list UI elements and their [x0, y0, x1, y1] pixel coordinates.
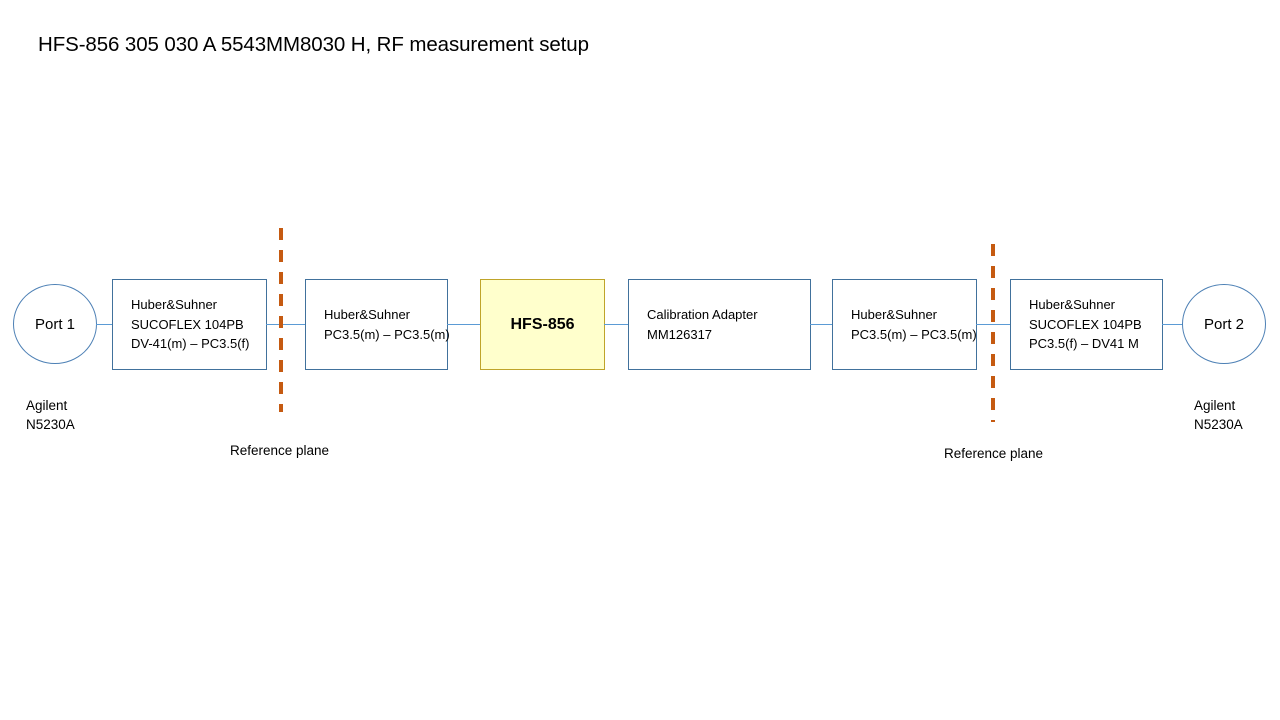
component-box-cable-4: Huber&Suhner SUCOFLEX 104PB PC3.5(f) – D…: [1010, 279, 1163, 370]
vna-right-line-2: N5230A: [1194, 417, 1243, 432]
cable-2-line-2: PC3.5(m) – PC3.5(m): [324, 326, 450, 342]
component-box-cable-1: Huber&Suhner SUCOFLEX 104PB DV-41(m) – P…: [112, 279, 267, 370]
cable-1-line-3: DV-41(m) – PC3.5(f): [131, 336, 250, 352]
connector-port1-to-cable1: [96, 324, 113, 325]
dut-label: HFS-856: [510, 315, 575, 333]
port-2-node: Port 2: [1182, 284, 1266, 364]
connector-cable4-to-port2: [1162, 324, 1183, 325]
cable-3-line-1: Huber&Suhner: [851, 307, 937, 322]
vna-left-caption: Agilent N5230A: [26, 396, 75, 434]
connector-dut-to-adapter: [604, 324, 629, 325]
adapter-line-2: MM126317: [647, 326, 713, 342]
vna-left-line-2: N5230A: [26, 417, 75, 432]
reference-plane-left-line: [279, 228, 283, 412]
connector-cable1-to-cable2: [266, 324, 306, 325]
cable-1-line-1: Huber&Suhner: [131, 297, 217, 313]
port-1-label: Port 1: [34, 315, 76, 333]
reference-plane-right-line: [991, 244, 995, 422]
connector-cable2-to-dut: [447, 324, 481, 325]
page-title: HFS-856 305 030 A 5543MM8030 H, RF measu…: [38, 33, 589, 56]
cable-2-line-1: Huber&Suhner: [324, 307, 410, 322]
cable-4-line-2: SUCOFLEX 104PB: [1029, 316, 1142, 332]
cable-4-line-1: Huber&Suhner: [1029, 297, 1115, 313]
component-box-cable-2: Huber&Suhner PC3.5(m) – PC3.5(m): [305, 279, 450, 370]
vna-right-line-1: Agilent: [1194, 398, 1236, 413]
component-box-dut: HFS-856: [480, 279, 605, 370]
cable-4-line-3: PC3.5(f) – DV41 M: [1029, 336, 1139, 352]
component-box-calibration-adapter: Calibration Adapter MM126317: [628, 279, 811, 370]
vna-right-caption: Agilent N5230A: [1194, 396, 1243, 434]
port-2-label: Port 2: [1203, 315, 1245, 333]
port-1-node: Port 1: [13, 284, 97, 364]
component-box-cable-3: Huber&Suhner PC3.5(m) – PC3.5(m): [832, 279, 977, 370]
cable-3-line-2: PC3.5(m) – PC3.5(m): [851, 326, 977, 342]
vna-left-line-1: Agilent: [26, 398, 68, 413]
adapter-line-1: Calibration Adapter: [647, 307, 758, 322]
reference-plane-left-label: Reference plane: [230, 443, 330, 458]
reference-plane-right-label: Reference plane: [944, 446, 1044, 461]
connector-adapter-to-cable3: [810, 324, 833, 325]
cable-1-line-2: SUCOFLEX 104PB: [131, 316, 244, 332]
